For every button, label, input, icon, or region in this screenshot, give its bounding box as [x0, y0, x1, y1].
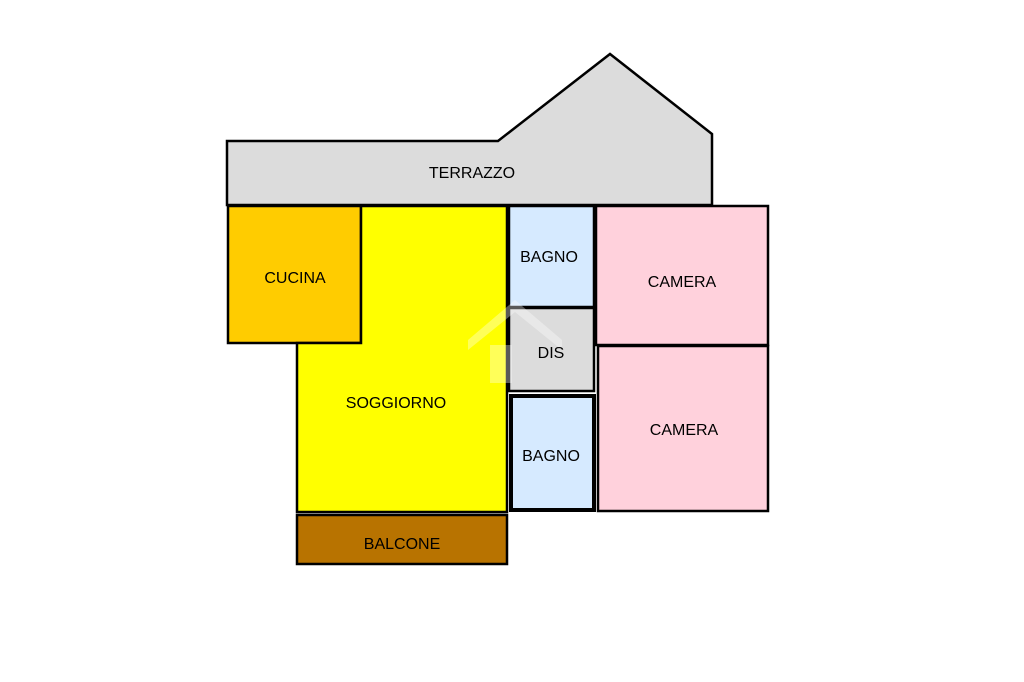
- label-terrazzo: TERRAZZO: [429, 165, 515, 182]
- label-bagno-bottom: BAGNO: [522, 448, 580, 465]
- watermark-house-icon: [468, 300, 562, 383]
- room-soggiorno: [295, 204, 509, 514]
- room-cucina: [226, 204, 363, 345]
- label-cucina: CUCINA: [264, 270, 326, 287]
- label-camera-bottom: CAMERA: [650, 422, 719, 439]
- room-balcone: [295, 513, 509, 566]
- label-camera-top: CAMERA: [648, 274, 717, 291]
- room-bagno-bottom: [509, 394, 596, 512]
- room-dis: [507, 306, 596, 393]
- label-dis: DIS: [538, 345, 565, 362]
- label-balcone: BALCONE: [364, 536, 440, 553]
- room-bagno-top: [507, 204, 596, 309]
- room-camera-top: [594, 204, 770, 347]
- room-terrazzo: [225, 52, 714, 207]
- room-camera-bottom: [596, 344, 770, 513]
- label-bagno-top: BAGNO: [520, 249, 578, 266]
- label-soggiorno: SOGGIORNO: [346, 395, 446, 412]
